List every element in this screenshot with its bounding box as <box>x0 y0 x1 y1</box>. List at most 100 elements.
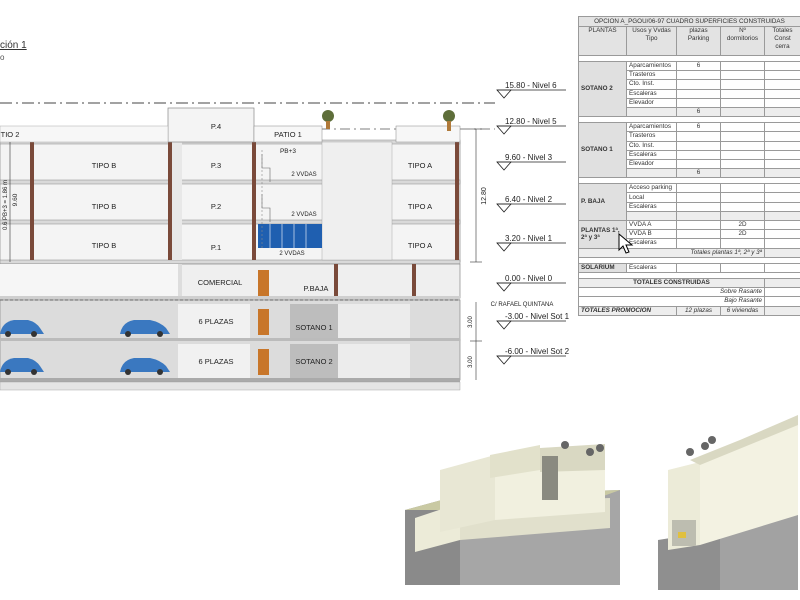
level-label: 6.40 - Nivel 2 <box>505 195 553 204</box>
level-marker-icon <box>496 161 512 171</box>
label-2vdas-2: 2 VVDAS <box>291 212 316 218</box>
dim-left-2: 0.6 PB+3 = 1.86 m <box>3 180 9 230</box>
sheet-title-text: ción 1 <box>0 40 27 51</box>
group-label: SOTANO 2 <box>578 60 627 118</box>
level-label: 0.00 - Nivel 0 <box>505 274 553 283</box>
ground-floor <box>0 263 461 300</box>
level-marker-icon <box>496 203 512 213</box>
level-label: -6.00 - Nivel Sot 2 <box>505 347 570 356</box>
table-cell: 2D <box>720 229 765 240</box>
label-tipo-b-3: TIPO B <box>92 161 117 170</box>
table-cell: Trasteros <box>626 70 677 81</box>
table-cell: Trasteros <box>626 131 677 142</box>
table-cell: Cto. Inst. <box>626 79 677 90</box>
level-marker-icon <box>496 89 512 99</box>
totales-label: TOTALES CONSTRUIDAS <box>578 277 765 289</box>
table-cell: Aparcamientos <box>626 122 677 133</box>
table-cell: Elevador <box>626 158 677 170</box>
label-tipo-a-1: TIPO A <box>408 241 432 250</box>
level-label: 15.80 - Nivel 6 <box>505 81 557 90</box>
label-p4: P.4 <box>211 122 221 131</box>
table-cell: Local <box>626 192 677 203</box>
table-cell: Acceso parking <box>626 183 677 194</box>
label-tipo-b-1: TIPO B <box>92 241 117 250</box>
glass-window <box>258 224 322 248</box>
basements <box>0 299 461 391</box>
sheet-title: ción 1 o <box>0 40 27 62</box>
table-cell: Aparcamientos <box>626 60 677 72</box>
axonometric-right <box>628 400 800 600</box>
level-label: 12.80 - Nivel 5 <box>505 117 557 126</box>
group-label: PLANTAS 1ª, 2ª y 3ª <box>578 220 627 249</box>
promocion-label: TOTALES PROMOCION <box>578 305 677 316</box>
table-cell: Cto. Inst. <box>626 140 677 151</box>
label-p3: P.3 <box>211 161 221 170</box>
axonometric-left <box>405 441 620 585</box>
dim-total: 12.80 <box>481 187 488 205</box>
group-label: SOLARIUM <box>578 262 627 273</box>
label-tipo-b-2: TIPO B <box>92 202 117 211</box>
header-plantas: PLANTAS <box>578 26 627 56</box>
car-icon <box>0 358 44 375</box>
header-dorm: Nº dormitorios <box>720 26 765 56</box>
sobre-rasante: Sobre Rasante <box>578 287 765 298</box>
level-marker-icon <box>496 320 512 330</box>
group-label: SOTANO 1 <box>578 122 627 179</box>
group-pbaja: P. BAJA Acceso parking Local Escaleras <box>578 183 800 222</box>
bajo-rasante: Bajo Rasante <box>578 296 765 307</box>
label-2vdas-3: 2 VVDAS <box>291 172 316 178</box>
label-plazas-1: 6 PLAZAS <box>198 317 233 326</box>
dim-3a: 3.00 <box>468 316 474 328</box>
promocion-plazas: 12 plazas <box>676 305 721 316</box>
table-title: OPCION A_PGOU/06-97 CUADRO SUPERFICIES C… <box>578 16 800 27</box>
dim-3b: 3.00 <box>468 356 474 368</box>
label-street: C/ RAFAEL QUINTANA <box>491 302 554 308</box>
level-markers: 15.80 - Nivel 6 12.80 - Nivel 5 9.60 - Niv… <box>496 81 570 365</box>
table-cell: VVDA B <box>626 229 677 240</box>
table-cell: VVDA A <box>626 219 677 231</box>
building-section-drawing: TIO 2 TIPO B TIPO B TIPO B TIPO A TIPO A… <box>0 81 570 391</box>
label-patio-left: TIO 2 <box>1 130 20 139</box>
mouse-cursor-icon <box>618 233 634 254</box>
level-label: 9.60 - Nivel 3 <box>505 153 553 162</box>
label-sotano2: SOTANO 2 <box>295 357 332 366</box>
label-p1: P.1 <box>211 243 221 252</box>
table-cell: 2D <box>720 219 765 231</box>
top-floor <box>0 107 461 143</box>
subtotal: 6 <box>676 168 721 179</box>
label-tipo-a-2: TIPO A <box>408 202 432 211</box>
label-patio1: PATIO 1 <box>274 130 302 139</box>
sheet-subtitle: o <box>0 53 5 62</box>
table-cell: Escaleras <box>626 201 677 212</box>
dim-left: 9.60 <box>12 193 19 206</box>
label-sotano1: SOTANO 1 <box>295 323 332 332</box>
header-usos: Usos y Vvdas Tipo <box>626 26 677 56</box>
label-pbaja: P.BAJA <box>304 284 329 293</box>
label-p2: P.2 <box>211 202 221 211</box>
group-sotano2: SOTANO 2 Aparcamientos 6 Trasteros Cto. I… <box>578 60 800 118</box>
level-marker-icon <box>496 355 512 365</box>
label-tipo-a-3: TIPO A <box>408 161 432 170</box>
tree-icon <box>443 110 455 122</box>
plantas-totals: Totales plantas 1ª, 2ª y 3ª <box>578 247 765 258</box>
dimensions <box>9 128 482 380</box>
group-sotano1: SOTANO 1 Aparcamientos 6 Trasteros Cto. I… <box>578 122 800 179</box>
car-icon <box>120 358 170 375</box>
level-label: -3.00 - Nivel Sot 1 <box>505 312 570 321</box>
tree-icon <box>322 110 334 122</box>
label-2vdas-1: 2 VVDAS <box>279 251 304 257</box>
door-icon <box>258 349 269 375</box>
door-icon <box>258 309 269 335</box>
level-marker-icon <box>496 242 512 252</box>
table-cell: Elevador <box>626 97 677 108</box>
subtotal: 6 <box>676 106 721 118</box>
level-marker-icon <box>496 125 512 135</box>
level-label: 3.20 - Nivel 1 <box>505 234 553 243</box>
label-plazas-2: 6 PLAZAS <box>198 357 233 366</box>
door-icon <box>258 270 269 296</box>
header-plazas: plazas Parking <box>676 26 721 56</box>
car-icon <box>120 320 170 337</box>
table-cell: Escaleras <box>626 262 677 273</box>
table-cell: Escaleras <box>626 88 677 99</box>
